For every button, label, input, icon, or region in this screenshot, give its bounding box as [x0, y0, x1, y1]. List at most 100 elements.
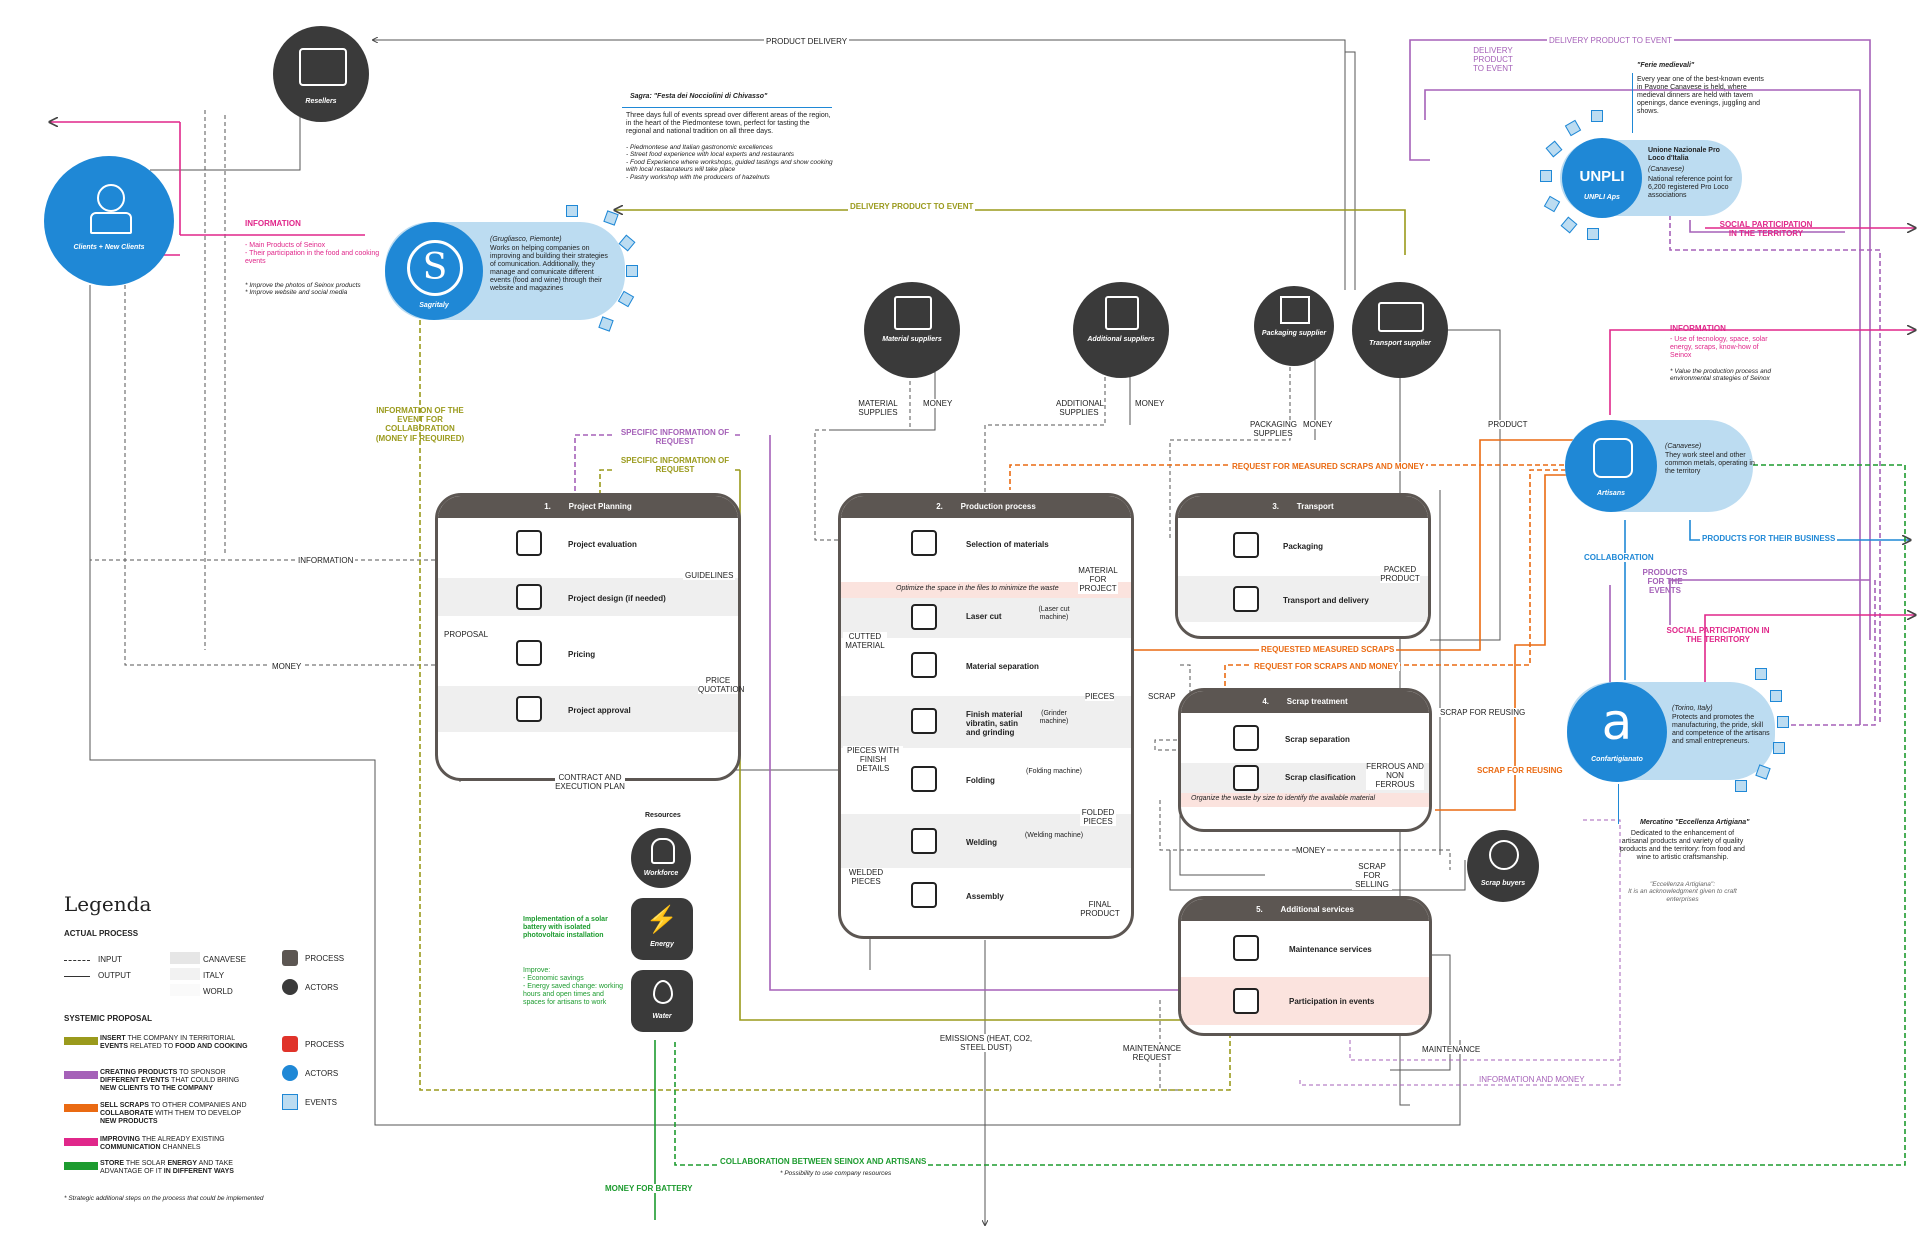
- label-ferrous: FERROUS AND NON FERROUS: [1366, 762, 1424, 790]
- process-step: Pricing: [568, 650, 596, 659]
- materials-icon: [911, 530, 937, 556]
- label-requested-measured: REQUESTED MEASURED SCRAPS: [1259, 645, 1397, 655]
- info-left-lines: - Main Products of Seinox- Their partici…: [245, 242, 380, 266]
- legend-swatch-olive: [64, 1037, 98, 1045]
- event-icon: [1777, 716, 1789, 728]
- label-scrap-reusing: SCRAP FOR REUSING: [1438, 708, 1528, 718]
- legend-item-magenta: IMPROVING THE ALREADY EXISTING COMMUNICA…: [100, 1136, 225, 1152]
- legend-process: PROCESS: [305, 954, 345, 963]
- sagra-bullets: - Piedmontese and Italian gastronomic ex…: [626, 144, 833, 181]
- legend-process2-swatch: [282, 1036, 298, 1052]
- maintenance-icon: [1233, 935, 1259, 961]
- hammer-hand-icon: [1593, 438, 1633, 478]
- clients-label: Clients + New Clients: [73, 244, 145, 251]
- info-left-title: INFORMATION: [245, 219, 301, 228]
- process-step: Scrap separation: [1285, 735, 1350, 744]
- energy-label: Energy: [650, 941, 674, 948]
- process-step: Selection of materials: [966, 540, 1049, 549]
- label-specific-info: SPECIFIC INFORMATION OF REQUEST: [615, 428, 735, 447]
- process-step: Laser cut: [966, 612, 1002, 621]
- legend-item-green: STORE THE SOLAR ENERGY AND TAKE ADVANTAG…: [100, 1160, 234, 1176]
- legend-item-purple: CREATING PRODUCTS TO SPONSOR DIFFERENT E…: [100, 1069, 240, 1093]
- mercatino-text: Dedicated to the enhancement of artisana…: [1620, 830, 1745, 862]
- transport-supplier-actor: Transport supplier: [1352, 282, 1448, 378]
- mercatino-line: [1618, 784, 1619, 824]
- packaging-supplier-actor: Packaging supplier: [1254, 286, 1334, 366]
- legend-italy-swatch: [170, 968, 200, 980]
- label-pieces: PIECES: [1085, 692, 1115, 702]
- process-scrap-treatment: 4. Scrap treatment Scrap separation Scra…: [1178, 688, 1432, 832]
- process-header: 2. Production process: [841, 496, 1131, 518]
- ferie-text: Every year one of the best-known events …: [1637, 76, 1764, 116]
- event-icon: [566, 205, 578, 217]
- process-step: Participation in events: [1289, 997, 1375, 1006]
- scrap-buyers-label: Scrap buyers: [1480, 880, 1526, 887]
- water-actor: Water: [631, 970, 693, 1032]
- process-header: 5. Additional services: [1181, 899, 1429, 921]
- process-step: Folding: [966, 776, 995, 785]
- label-scrap: SCRAP: [1148, 692, 1176, 702]
- label-packed-product: PACKED PRODUCT: [1380, 565, 1420, 584]
- process-step: Material separation: [966, 662, 1039, 671]
- label-welded-pieces: WELDED PIECES: [846, 868, 886, 887]
- trolley-icon: [1105, 296, 1139, 330]
- legend-swatch-purple: [64, 1071, 98, 1079]
- label-money-battery: MONEY FOR BATTERY: [603, 1184, 695, 1194]
- ferie-line: [1632, 73, 1633, 133]
- box-icon: [1280, 296, 1310, 324]
- legend-item-orange: SELL SCRAPS TO OTHER COMPANIES AND COLLA…: [100, 1102, 247, 1126]
- unpli-text: National reference point for 6,200 regis…: [1648, 176, 1733, 200]
- legend-canavese-swatch: [170, 952, 200, 964]
- label-money-ps: MONEY: [1303, 420, 1333, 430]
- label-material-for-project: MATERIAL FOR PROJECT: [1078, 566, 1118, 594]
- process-transport: 3. Transport Packaging Transport and del…: [1175, 493, 1431, 639]
- legend-actors2: ACTORS: [305, 1069, 339, 1078]
- legend-canavese: CANAVESE: [203, 955, 246, 964]
- grinding-icon: [911, 708, 937, 734]
- legend-process2: PROCESS: [305, 1040, 345, 1049]
- legend-input-line: [64, 960, 90, 961]
- label-collab-seinox: COLLABORATION BETWEEN SEINOX AND ARTISAN…: [718, 1157, 929, 1167]
- label-scrap-selling: SCRAP FOR SELLING: [1352, 862, 1392, 890]
- packaging-supplier-label: Packaging supplier: [1261, 330, 1327, 337]
- label-product-delivery: PRODUCT DELIVERY: [764, 37, 850, 47]
- material-suppliers-actor: Material suppliers: [864, 282, 960, 378]
- label-pieces-finish: PIECES WITH FINISH DETAILS: [843, 746, 903, 774]
- legend-process-swatch: [282, 950, 298, 966]
- legend-footnote: * Strategic additional steps on the proc…: [64, 1195, 264, 1202]
- conf-text: Protects and promotes the manufacturing,…: [1672, 714, 1770, 746]
- sagritaly-label: Sagritaly: [419, 302, 449, 309]
- label-information: INFORMATION: [296, 556, 356, 566]
- laser-icon: [911, 604, 937, 630]
- process-step: Maintenance services: [1289, 945, 1372, 954]
- sagritaly-logo-icon: S: [407, 240, 463, 296]
- artisans-actor: Artisans: [1565, 420, 1657, 512]
- info-right-suggestion: * Value the production process and envir…: [1670, 368, 1771, 383]
- label-price-quotation: PRICE QUOTATION: [698, 676, 745, 695]
- legend-actors: ACTORS: [305, 983, 339, 992]
- artisans-label: Artisans: [1596, 490, 1625, 497]
- unpli-label: UNPLI Aps: [1584, 194, 1620, 201]
- person-icon: [97, 184, 125, 212]
- label-final-product: FINAL PRODUCT: [1080, 900, 1120, 919]
- truck-icon: [1378, 302, 1424, 332]
- legend-input: INPUT: [98, 955, 122, 964]
- info-left-suggestions: * Improve the photos of Seinox products*…: [245, 282, 361, 297]
- info-right-title: INFORMATION: [1670, 324, 1726, 333]
- water-label: Water: [652, 1013, 672, 1020]
- sagra-text: Three days full of events spread over di…: [626, 112, 831, 136]
- process-step: Assembly: [966, 892, 1004, 901]
- unpli-logo-icon: UNPLI: [1579, 168, 1625, 185]
- person-body-icon: [90, 212, 132, 234]
- label-material-supplies: MATERIAL SUPPLIES: [858, 399, 898, 418]
- label-products-events: PRODUCTS FOR THE EVENTS: [1642, 568, 1688, 596]
- label-info-money: INFORMATION AND MONEY: [1477, 1075, 1587, 1085]
- process-step: Transport and delivery: [1283, 596, 1369, 605]
- label-money: MONEY: [270, 662, 304, 672]
- process-step: Scrap clasification: [1285, 773, 1356, 782]
- label-cutted-material: CUTTED MATERIAL: [843, 632, 887, 651]
- legend-actors2-swatch: [282, 1065, 298, 1081]
- package-icon: [1233, 532, 1259, 558]
- label-collaboration: COLLABORATION: [1582, 553, 1656, 563]
- transport-supplier-label: Transport supplier: [1369, 340, 1431, 347]
